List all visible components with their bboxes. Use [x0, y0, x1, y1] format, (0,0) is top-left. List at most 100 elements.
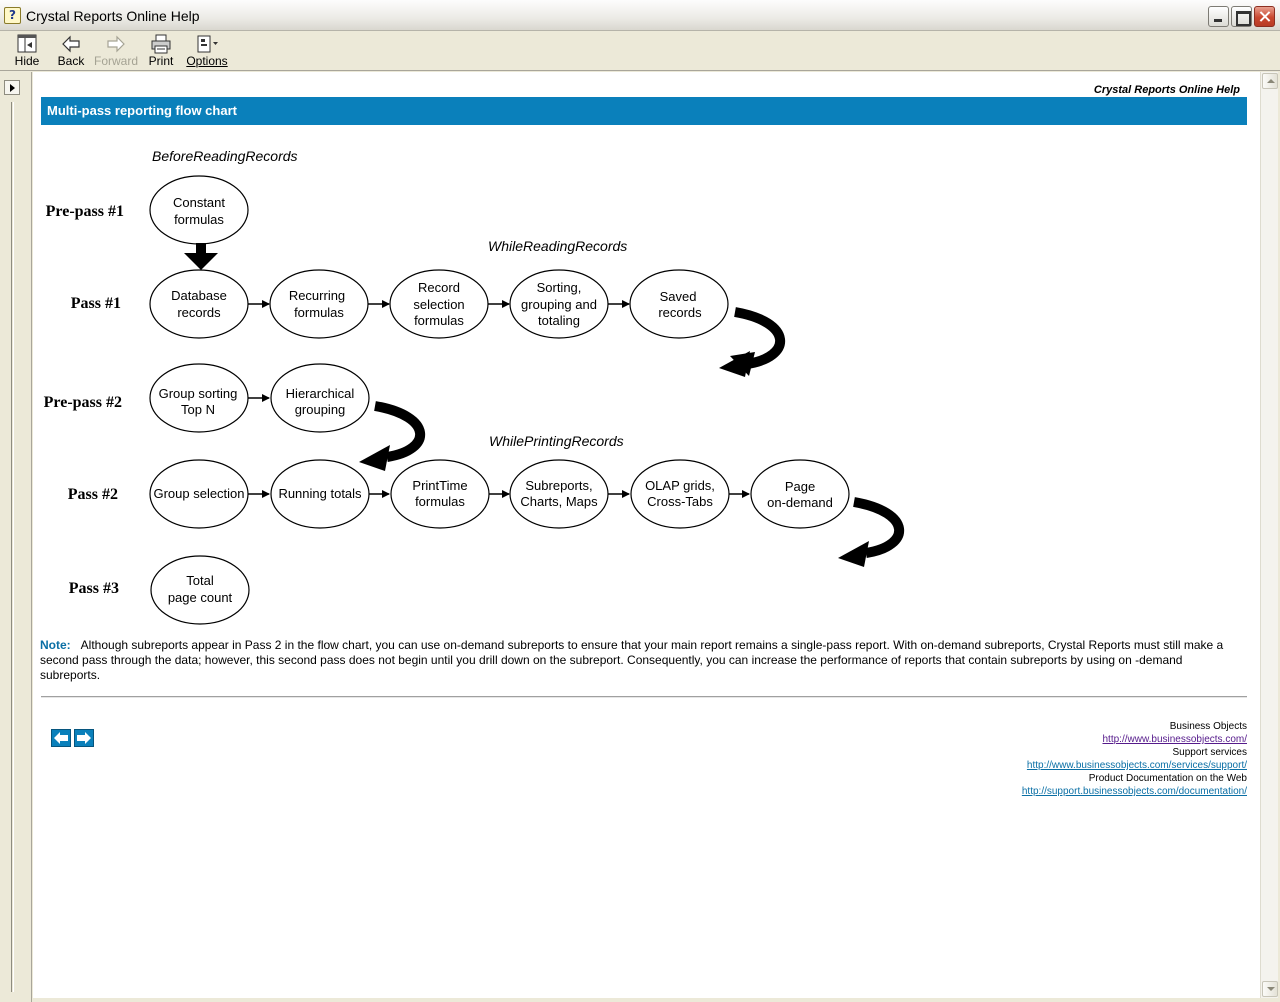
title-bar: ? Crystal Reports Online Help: [0, 0, 1280, 31]
hide-label: Hide: [14, 54, 40, 68]
curved-arrow-icon: [719, 307, 785, 377]
company-link[interactable]: http://www.businessobjects.com/: [1102, 734, 1247, 745]
svg-text:formulas: formulas: [294, 305, 344, 320]
topic-content: Crystal Reports Online Help Multi-pass r…: [33, 72, 1260, 998]
svg-text:Running totals: Running totals: [278, 486, 362, 501]
window-title: Crystal Reports Online Help: [26, 8, 200, 24]
svg-text:formulas: formulas: [415, 494, 465, 509]
options-button[interactable]: Options: [186, 33, 228, 69]
divider: [41, 696, 1247, 698]
node-printtime-formulas: PrintTime formulas: [390, 459, 490, 529]
note-label: Note:: [40, 638, 71, 652]
node-group-sorting-top-n: Group sorting Top N: [149, 363, 249, 433]
node-constant-formulas: Constant formulas: [149, 175, 249, 245]
node-group-selection: Group selection: [149, 459, 249, 529]
svg-text:Constant: Constant: [173, 195, 225, 210]
next-topic-button[interactable]: [74, 729, 94, 747]
forward-arrow-icon: [107, 35, 125, 53]
node-total-page-count: Total page count: [150, 555, 250, 625]
node-saved-records: Saved records: [629, 269, 729, 339]
phase-before-reading: BeforeReadingRecords: [152, 148, 298, 164]
node-running-totals: Running totals: [270, 459, 370, 529]
printer-icon: [151, 34, 171, 54]
svg-text:records: records: [658, 305, 702, 320]
svg-text:formulas: formulas: [414, 313, 464, 328]
svg-text:grouping and: grouping and: [521, 297, 597, 312]
svg-text:Page: Page: [785, 479, 815, 494]
svg-text:page count: page count: [168, 590, 233, 605]
forward-button[interactable]: Forward: [94, 33, 138, 69]
back-button[interactable]: Back: [54, 33, 88, 69]
scroll-down-button[interactable]: [1262, 981, 1278, 997]
svg-text:formulas: formulas: [174, 212, 224, 227]
print-label: Print: [148, 54, 174, 68]
flow-arrow-down: [184, 243, 218, 270]
help-header: Crystal Reports Online Help: [1093, 84, 1240, 96]
left-arrow-icon: [54, 732, 68, 744]
right-arrow-icon: [77, 732, 91, 744]
note-text: Although subreports appear in Pass 2 in …: [40, 638, 1224, 682]
svg-text:on-demand: on-demand: [767, 495, 833, 510]
svg-text:OLAP grids,: OLAP grids,: [645, 478, 715, 493]
forward-label: Forward: [94, 54, 139, 68]
svg-text:records: records: [177, 305, 221, 320]
maximize-button[interactable]: [1231, 6, 1252, 27]
hide-pane-icon: [17, 34, 37, 53]
close-button[interactable]: [1254, 6, 1275, 27]
print-button[interactable]: Print: [146, 33, 176, 69]
hide-button[interactable]: Hide: [10, 33, 44, 69]
flowchart: BeforeReadingRecords WhileReadingRecords…: [44, 148, 904, 625]
svg-text:Top N: Top N: [181, 402, 215, 417]
footer: Business Objects http://www.businessobje…: [1022, 720, 1247, 798]
node-database-records: Database records: [149, 269, 249, 339]
footer-support-label: Support services: [1172, 747, 1247, 758]
phase-while-reading: WhileReadingRecords: [488, 238, 627, 254]
svg-text:PrintTime: PrintTime: [412, 478, 467, 493]
svg-text:Sorting,: Sorting,: [537, 280, 582, 295]
phase-while-printing: WhilePrintingRecords: [489, 433, 624, 449]
back-label: Back: [57, 54, 85, 68]
pass-label-pass3: Pass #3: [69, 580, 119, 597]
options-label: Options: [186, 54, 228, 68]
svg-text:Group sorting: Group sorting: [159, 386, 238, 401]
svg-text:grouping: grouping: [295, 402, 346, 417]
note-paragraph: Note:Although subreports appear in Pass …: [40, 638, 1230, 683]
svg-text:Recurring: Recurring: [289, 288, 345, 303]
curved-arrow-icon: [838, 497, 904, 567]
node-page-on-demand: Page on-demand: [750, 459, 850, 529]
svg-text:selection: selection: [413, 297, 464, 312]
node-olap-grids-cross-tabs: OLAP grids, Cross-Tabs: [630, 459, 730, 529]
node-record-selection-formulas: Record selection formulas: [389, 269, 489, 339]
support-link[interactable]: http://www.businessobjects.com/services/…: [1026, 760, 1247, 771]
svg-text:Subreports,: Subreports,: [525, 478, 592, 493]
options-icon: [197, 35, 218, 53]
node-subreports-charts-maps: Subreports, Charts, Maps: [509, 459, 609, 529]
svg-text:Group selection: Group selection: [153, 486, 244, 501]
pass-label-pass2: Pass #2: [68, 486, 118, 503]
node-sorting-grouping-totaling: Sorting, grouping and totaling: [509, 269, 609, 339]
svg-text:Saved: Saved: [660, 289, 697, 304]
pass-label-prepass1: Pre-pass #1: [46, 203, 124, 220]
documentation-link[interactable]: http://support.businessobjects.com/docum…: [1021, 786, 1247, 797]
previous-topic-button[interactable]: [51, 729, 71, 747]
node-hierarchical-grouping: Hierarchical grouping: [270, 363, 370, 433]
svg-text:Total: Total: [186, 573, 214, 588]
svg-text:Cross-Tabs: Cross-Tabs: [647, 494, 713, 509]
pane-splitter[interactable]: [11, 102, 14, 992]
minimize-button[interactable]: [1208, 6, 1229, 27]
svg-text:Record: Record: [418, 280, 460, 295]
toolbar: Hide Back Forward Print Options: [0, 31, 1280, 71]
svg-text:Hierarchical: Hierarchical: [286, 386, 355, 401]
show-pane-arrow-icon[interactable]: [4, 80, 20, 95]
footer-docs-label: Product Documentation on the Web: [1088, 773, 1247, 784]
help-question-icon[interactable]: ?: [4, 7, 21, 24]
svg-text:Database: Database: [171, 288, 227, 303]
navigation-pane: [0, 72, 32, 1002]
curved-arrow-icon: [359, 401, 425, 471]
scroll-up-button[interactable]: [1262, 73, 1278, 89]
node-recurring-formulas: Recurring formulas: [269, 269, 369, 339]
svg-text:Charts, Maps: Charts, Maps: [520, 494, 598, 509]
topic-title: Multi-pass reporting flow chart: [41, 97, 1247, 125]
vertical-scrollbar[interactable]: [1260, 72, 1278, 998]
pass-label-pass1: Pass #1: [71, 295, 121, 312]
